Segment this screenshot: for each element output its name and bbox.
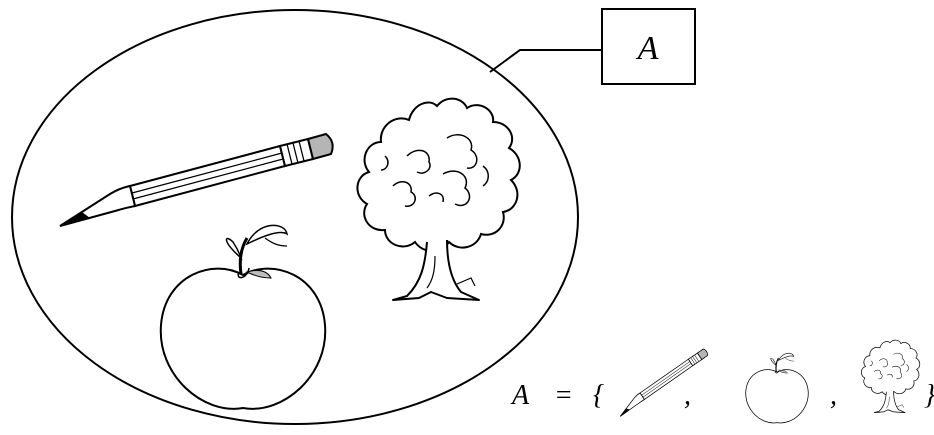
label-leader-line: [490, 50, 602, 72]
notation-open-brace: {: [593, 380, 604, 411]
notation-close-brace: }: [924, 380, 934, 411]
notation-tree-icon: [861, 340, 919, 413]
set-notation: A = { , , }: [510, 340, 934, 423]
notation-comma-2: ,: [830, 380, 837, 411]
notation-lhs: A: [510, 380, 530, 411]
notation-equals: =: [554, 380, 573, 411]
notation-comma-1: ,: [684, 380, 691, 411]
set-label: A: [636, 30, 659, 67]
notation-pencil-icon: [608, 348, 717, 416]
notation-apple-icon: [746, 353, 809, 423]
